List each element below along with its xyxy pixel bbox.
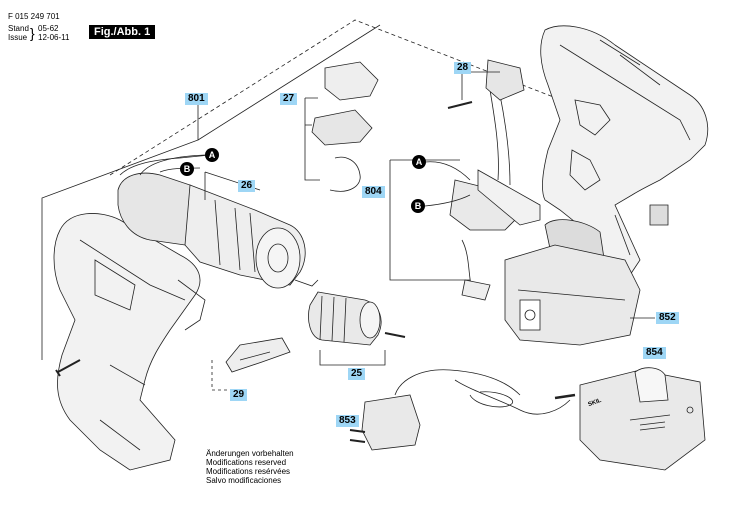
note-line: Änderungen vorbehalten (206, 449, 294, 458)
housing-left-half (53, 213, 206, 471)
motor-gearbox-assembly (117, 154, 319, 289)
stand-code: 05-62 (38, 24, 59, 33)
screw-28 (447, 101, 473, 109)
stand-label: Stand (8, 24, 29, 33)
figure-label: Fig./Abb. 1 (89, 25, 156, 39)
screw-left (55, 359, 81, 377)
wire-a-right (424, 161, 471, 181)
wire-badge-b-right: B (411, 199, 425, 213)
note-line: Modifications resérvées (206, 467, 291, 476)
brush-covers (311, 61, 379, 192)
stand-bracket: } (30, 25, 35, 41)
leader-801-b (197, 24, 381, 141)
callout-26: 26 (238, 180, 256, 192)
wire-a (139, 154, 206, 176)
callout-25: 25 (348, 368, 366, 380)
callout-854: 854 (643, 347, 666, 359)
callout-29: 29 (230, 389, 248, 401)
wire-b (159, 167, 201, 173)
callout-804: 804 (362, 186, 385, 198)
callout-853: 853 (336, 415, 359, 427)
note-line: Salvo modificaciones (206, 476, 282, 485)
wire-badge-b-left: B (180, 162, 194, 176)
chuck (308, 291, 382, 346)
housing-right-half (540, 25, 709, 276)
leader-25 (319, 350, 386, 366)
wire-b-right (424, 194, 471, 207)
chuck-screw (384, 332, 406, 338)
modification-notes: Änderungen vorbehalten Modifications res… (206, 449, 294, 485)
charger-base (579, 367, 706, 471)
leader-27 (304, 97, 320, 181)
issue-label: Issue (8, 33, 28, 42)
gear-selector (225, 337, 291, 373)
callout-852: 852 (656, 312, 679, 324)
issue-date: 12-06-11 (38, 33, 70, 42)
callout-27: 27 (280, 93, 298, 105)
wire-badge-a-right: A (412, 155, 426, 169)
power-adapter (349, 369, 576, 451)
wire-badge-a-left: A (205, 148, 219, 162)
leader-801 (41, 105, 199, 360)
callout-28: 28 (454, 62, 472, 74)
note-line: Modifications reserved (206, 458, 287, 467)
part-number: F 015 249 701 (8, 12, 60, 21)
switch-assembly (449, 59, 541, 301)
dashed-group-outline (109, 19, 691, 176)
battery-pack (504, 219, 641, 346)
callout-801: 801 (185, 93, 208, 105)
